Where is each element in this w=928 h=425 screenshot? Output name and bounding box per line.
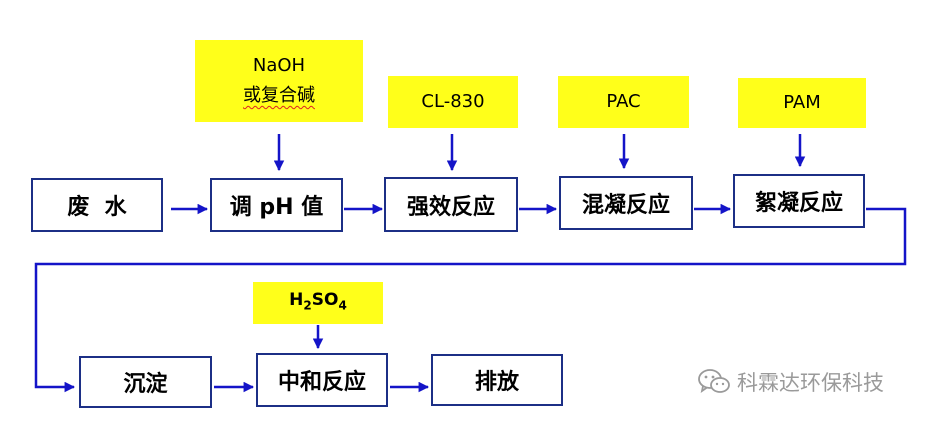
step-wastewater: 废 水 <box>31 178 163 232</box>
step-neutralization: 中和反应 <box>256 353 388 407</box>
reagent-pac-label: PAC <box>606 91 641 112</box>
step-coagulation: 混凝反应 <box>559 176 693 230</box>
reagent-cl830-label: CL-830 <box>421 91 485 112</box>
step-discharge-label: 排放 <box>474 370 519 395</box>
wechat-icon <box>698 369 730 394</box>
step-discharge: 排放 <box>431 354 563 406</box>
step-sedimentation-label: 沉淀 <box>123 372 168 397</box>
reagent-pam-label: PAM <box>783 92 821 113</box>
reagent-cl830: CL-830 <box>388 76 518 128</box>
connector-flocculation-to-sedimentation <box>34 207 907 393</box>
step-wastewater-label: 废 水 <box>67 195 127 220</box>
step-coagulation-label: 混凝反应 <box>581 193 670 218</box>
reagent-naoh-line2: 或复合碱 <box>243 85 315 106</box>
step-strong-reaction: 强效反应 <box>384 177 518 232</box>
step-neutralization-label: 中和反应 <box>277 370 366 395</box>
reagent-pam: PAM <box>738 78 866 128</box>
reagent-naoh-line1: NaOH <box>252 55 306 76</box>
watermark: 科霖达环保科技 <box>697 364 884 400</box>
reagent-h2so4-label: H2SO4 <box>289 290 347 313</box>
step-strong-reaction-label: 强效反应 <box>406 194 495 220</box>
step-sedimentation: 沉淀 <box>79 356 212 408</box>
step-flocculation-label: 絮凝反应 <box>754 191 843 216</box>
step-adjust-ph: 调 pH 值 <box>210 178 343 232</box>
step-flocculation: 絮凝反应 <box>733 174 865 228</box>
watermark-text: 科霖达环保科技 <box>737 371 884 395</box>
step-adjust-ph-label: 调 pH 值 <box>229 195 324 220</box>
reagent-pac: PAC <box>558 76 689 128</box>
reagent-naoh: NaOH 或复合碱 <box>195 40 363 122</box>
reagent-h2so4: H2SO4 <box>253 282 383 324</box>
